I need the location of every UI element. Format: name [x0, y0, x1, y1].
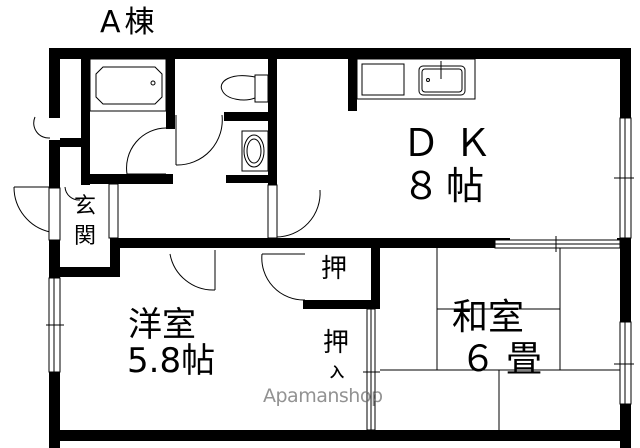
- room-japanese-name: 和室: [452, 297, 525, 338]
- room-dk-size: ８帖: [402, 164, 491, 208]
- closet-lower-label: 押: [323, 328, 350, 358]
- stove-counter-icon: [356, 58, 476, 100]
- bathtub-icon: [95, 66, 163, 105]
- room-japanese-size: ６畳: [460, 339, 553, 380]
- closet-upper-label: 押: [321, 254, 348, 284]
- closet-lower-suffix: 入: [330, 365, 344, 381]
- entrance-label-2: 関: [74, 224, 97, 249]
- building-label: A棟: [100, 5, 159, 40]
- room-dk-name: ＤＫ: [402, 121, 507, 165]
- fixtures: [89, 58, 476, 172]
- walls: [49, 48, 631, 448]
- toilet-icon: [220, 75, 256, 101]
- entrance-label-1: 玄: [74, 194, 97, 219]
- windows: [46, 117, 634, 431]
- room-western-name: 洋室: [128, 305, 196, 345]
- washbasin-icon: [241, 130, 269, 172]
- watermark: Apamanshop: [263, 385, 383, 407]
- room-western-size: 5.8帖: [127, 341, 216, 381]
- kitchen-sink-icon: [418, 65, 466, 96]
- tatami-lines: [380, 248, 620, 430]
